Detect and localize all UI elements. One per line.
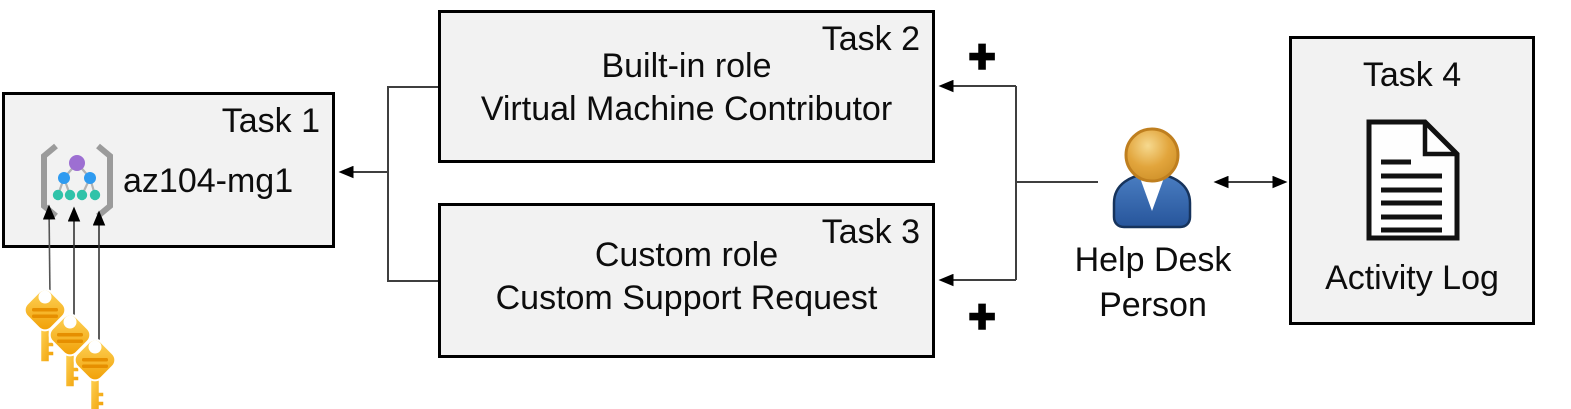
- task4-box: Task 4 Activity Log: [1289, 36, 1535, 325]
- task3-title: Task 3: [821, 213, 920, 251]
- document-page: [1366, 119, 1460, 241]
- person-head: [1124, 127, 1180, 183]
- document-text-lines: [1381, 159, 1442, 233]
- bracket-left: [41, 143, 58, 219]
- actor-label-line2: Person: [1099, 286, 1207, 324]
- task2-role-name: Virtual Machine Contributor: [480, 90, 893, 128]
- keys-icon: [19, 284, 121, 409]
- tree-edges: [56, 162, 97, 196]
- person-icon: [1112, 127, 1192, 229]
- tree-root-node: [69, 155, 85, 171]
- task1-box: Task 1 az104-mg1: [2, 92, 335, 248]
- tree-leaf: [64, 189, 76, 201]
- person-collar: [1139, 175, 1165, 211]
- task2-title: Task 2: [821, 20, 920, 58]
- connector-roles-branch: [387, 86, 438, 282]
- tree-node: [58, 172, 70, 184]
- bracket-right: [96, 143, 113, 219]
- document-icon: [1366, 119, 1460, 241]
- tree-leaf: [89, 189, 101, 201]
- task3-role-type: Custom role: [594, 236, 779, 274]
- task2-role-type: Built-in role: [601, 47, 772, 85]
- task3-box: Task 3 Custom role Custom Support Reques…: [438, 203, 935, 358]
- task4-label: Activity Log: [1325, 259, 1499, 297]
- plus-symbol-top: +: [967, 30, 996, 83]
- tree-leaf: [76, 189, 88, 201]
- actor-label-line1: Help Desk: [1074, 241, 1232, 279]
- management-group-icon: [41, 143, 113, 219]
- task4-title: Task 4: [1362, 56, 1462, 94]
- task3-role-name: Custom Support Request: [495, 279, 878, 317]
- tree-node: [84, 172, 96, 184]
- task2-box: Task 2 Built-in role Virtual Machine Con…: [438, 10, 935, 163]
- plus-symbol-bottom: +: [967, 290, 996, 343]
- document-fold: [1422, 122, 1457, 157]
- task1-title: Task 1: [221, 102, 320, 140]
- task1-label: az104-mg1: [123, 162, 294, 200]
- tree-leaf: [52, 189, 64, 201]
